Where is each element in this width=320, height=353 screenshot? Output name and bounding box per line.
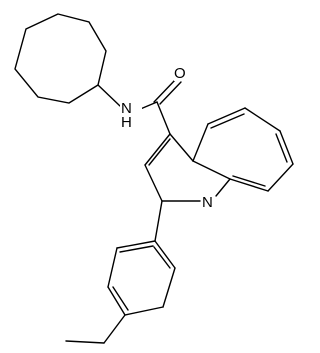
atom-labels: O N H N (120, 65, 215, 211)
structure-canvas: O N H N (14, 13, 294, 344)
amide-h-label: H (121, 114, 132, 131)
quinoline-n-label: N (202, 194, 213, 211)
molecule-structure: O N H N (14, 13, 294, 344)
cyclooctyl-ring (14, 13, 107, 104)
ethylphenyl-group (65, 200, 176, 344)
oxygen-label: O (174, 65, 186, 82)
quinoline-benzo-ring (192, 107, 294, 192)
amide-n-label: N (121, 100, 132, 117)
quinoline-pyridine-ring (144, 133, 231, 202)
